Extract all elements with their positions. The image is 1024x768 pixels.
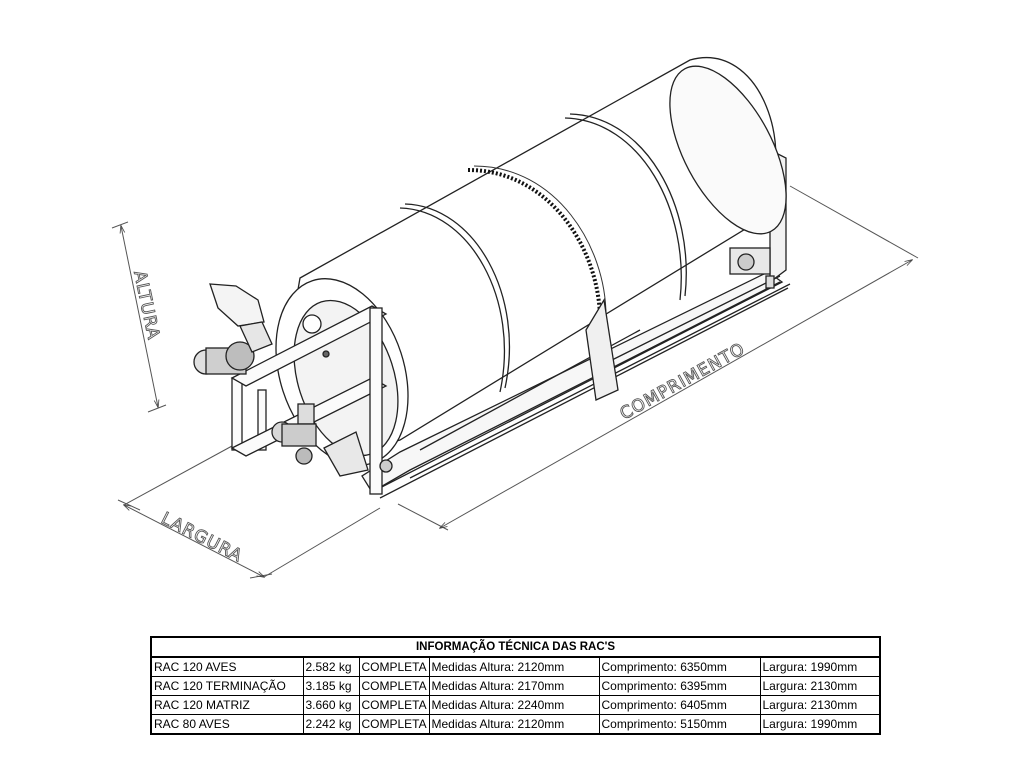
type-cell: COMPLETA [358, 714, 430, 735]
width-dimension [117, 445, 381, 579]
feeder-hopper [209, 283, 273, 353]
width-cell: Largura: 1990mm [759, 656, 881, 677]
discharge-chute [323, 431, 369, 477]
model-cell: RAC 120 TERMINAÇÃO [150, 676, 304, 696]
width-cell: Largura: 2130mm [759, 695, 881, 715]
weight-cell: 3.660 kg [302, 695, 360, 715]
height-cell: Medidas Altura: 2120mm [428, 656, 600, 677]
length-cell: Comprimento: 5150mm [598, 714, 761, 735]
type-cell: COMPLETA [358, 695, 430, 715]
height-cell: Medidas Altura: 2120mm [428, 714, 600, 735]
height-cell: Medidas Altura: 2170mm [428, 676, 600, 696]
type-cell: COMPLETA [358, 656, 430, 677]
width-cell: Largura: 2130mm [759, 676, 881, 696]
table-row: RAC 80 AVES 2.242 kg COMPLETA Medidas Al… [150, 714, 881, 735]
motor-top [193, 341, 255, 375]
width-label: LARGURA [158, 509, 246, 567]
table-header-row: INFORMAÇÃO TÉCNICA DAS RAC'S [150, 636, 881, 658]
machine-drawing: ALTURA LARGURA COMPRIMENTO [111, 57, 919, 579]
length-cell: Comprimento: 6395mm [598, 676, 761, 696]
width-cell: Largura: 1990mm [759, 714, 881, 735]
height-dimension [111, 221, 167, 413]
weight-cell: 3.185 kg [302, 676, 360, 696]
technical-info-table: INFORMAÇÃO TÉCNICA DAS RAC'S RAC 120 AVE… [150, 636, 882, 735]
height-label: ALTURA [129, 269, 163, 342]
length-cell: Comprimento: 6350mm [598, 656, 761, 677]
length-cell: Comprimento: 6405mm [598, 695, 761, 715]
model-cell: RAC 80 AVES [150, 714, 304, 735]
table-row: RAC 120 MATRIZ 3.660 kg COMPLETA Medidas… [150, 695, 881, 715]
type-cell: COMPLETA [358, 676, 430, 696]
length-dimension [397, 185, 919, 531]
drum-rear-cap [669, 65, 787, 235]
front-frame [230, 305, 388, 495]
motor-bottom [271, 421, 317, 465]
center-support [585, 298, 619, 401]
drum-gear-ring [467, 168, 602, 321]
model-cell: RAC 120 AVES [150, 656, 304, 677]
table-title: INFORMAÇÃO TÉCNICA DAS RAC'S [150, 636, 881, 658]
model-cell: RAC 120 MATRIZ [150, 695, 304, 715]
weight-cell: 2.582 kg [302, 656, 360, 677]
table-row: RAC 120 TERMINAÇÃO 3.185 kg COMPLETA Med… [150, 676, 881, 696]
weight-cell: 2.242 kg [302, 714, 360, 735]
height-cell: Medidas Altura: 2240mm [428, 695, 600, 715]
table-row: RAC 120 AVES 2.582 kg COMPLETA Medidas A… [150, 656, 881, 677]
rotary-drum-machine [193, 57, 791, 499]
